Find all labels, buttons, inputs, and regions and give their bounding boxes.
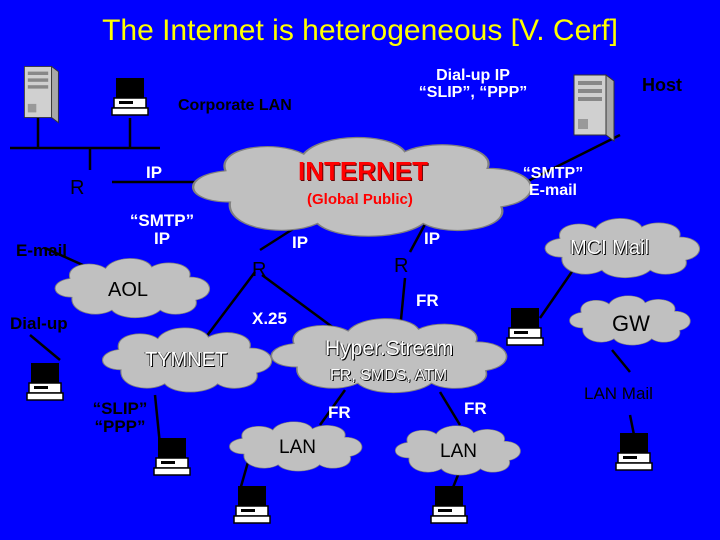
hyperstream-label: Hyper.Stream [325,337,454,360]
router-right-label: R [394,255,409,277]
smtp-email-line1: “SMTP” [522,165,584,182]
smtp-email-label: “SMTP” E-mail [498,165,608,200]
dialup-ip-line2: “SLIP”, “PPP” [418,83,528,101]
smtp-email-line2: E-mail [528,181,577,199]
slip-line1: “SLIP” [92,399,148,418]
smtp-ip-line1: “SMTP” [129,211,195,230]
fr-left-label: FR [328,403,351,422]
workstation-icon [111,77,149,116]
aol-label: AOL [108,279,149,301]
smtp-ip-label: “SMTP” IP [112,212,212,248]
internet-cloud [191,136,533,238]
gw-label: GW [612,311,650,336]
corporate-lan-label: Corporate LAN [178,97,292,114]
workstation-icon [615,432,653,471]
workstation-icon [26,362,64,401]
slip-line2: “PPP” [94,416,146,436]
slide-title: The Internet is heterogeneous [V. Cerf] [102,14,618,47]
workstation-icon [506,307,544,346]
lan-mail-label: LAN Mail [584,384,653,403]
dialup-ip-label: Dial-up IP “SLIP”, “PPP” [408,67,538,102]
ip-left-label: IP [146,163,163,182]
workstation-icon [153,437,191,476]
email-left-label: E-mail [16,241,68,260]
workstation-icon [430,485,468,524]
workstation-icon [233,485,271,524]
dialup-label: Dial-up [10,314,68,333]
dialup-ip-line1: Dial-up IP [436,67,510,84]
router-mid-label: R [252,259,267,281]
host-label: Host [642,75,682,95]
slip-ppp-label: “SLIP” “PPP” [80,400,160,436]
smtp-ip-line2: IP [153,228,171,248]
global-public-label: (Global Public) [307,191,413,208]
fr-smds-atm-label: FR, SMDS, ATM [330,367,448,384]
fr-top-label: FR [416,291,439,310]
fr-right-label: FR [464,399,487,418]
tymnet-label: TYMNET [145,349,228,371]
server-icon [23,66,59,124]
lan-left-label: LAN [279,437,316,458]
ip-mid-label: IP [292,233,309,252]
mci-mail-label: MCI Mail [570,237,649,259]
router-left-label: R [70,177,85,199]
ip-right-label: IP [424,229,441,248]
lan-right-label: LAN [440,441,477,462]
internet-label: INTERNET [298,156,428,186]
x25-label: X.25 [252,309,287,328]
server-icon [573,74,615,142]
